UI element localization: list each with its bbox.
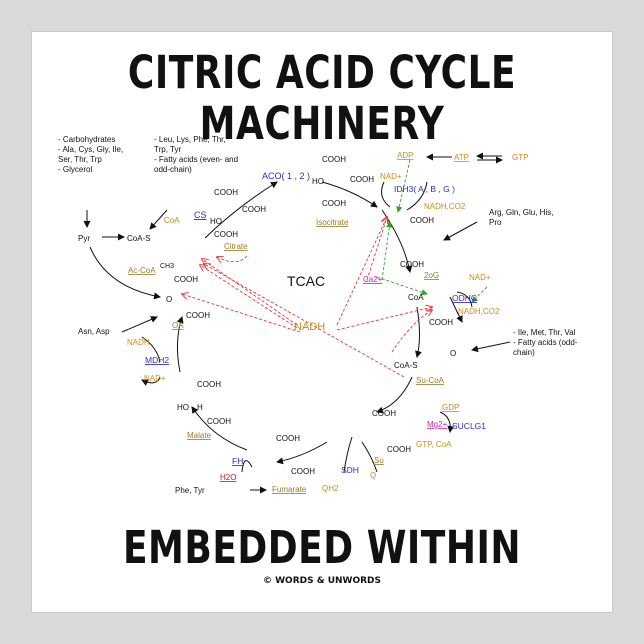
ch3-label: CH3: [160, 263, 174, 270]
oa-structure: COOH O COOH: [166, 275, 210, 320]
q-label: Q: [370, 471, 376, 480]
aco-enzyme[interactable]: ACO( 1 , 2 ): [262, 171, 310, 181]
coa-release-label: CoA: [164, 216, 180, 225]
copyright-text: © WORDS & UNWORDS: [262, 576, 381, 586]
nadh-co2-1: NADH,CO2: [424, 202, 466, 211]
atp-ca-arrows: [376, 159, 488, 303]
su-coa-structure: COOH CoA-S O: [394, 318, 456, 370]
fh-enzyme[interactable]: FH: [232, 456, 243, 466]
inputs-right-2: - Ile, Met, Thr, Val - Fatty acids (odd-…: [513, 328, 580, 357]
gtp-coa-label: GTP, CoA: [416, 440, 452, 449]
citrate-label: Citrate: [224, 242, 248, 251]
mg2-label: Mg2+: [427, 420, 448, 429]
h2o-label: H2O: [220, 473, 236, 482]
poster: CITRIC ACID CYCLE MACHINERY: [32, 32, 612, 612]
idh3-enzyme[interactable]: IDH3( A , B , G ): [394, 184, 455, 194]
gtp-label: GTP: [512, 153, 528, 162]
gdp-label: GDP: [442, 403, 459, 412]
malate-label: Malate: [187, 431, 212, 440]
sdh-enzyme[interactable]: SDH: [341, 465, 359, 475]
su-label: Su: [374, 456, 384, 465]
malate-structure: COOH HO H COOH: [177, 380, 231, 426]
nadh-regulation-arrows: [182, 217, 432, 378]
coa-input-odhc: CoA: [408, 293, 424, 302]
fumarate-label: Fumarate: [272, 485, 307, 494]
odhc-enzyme[interactable]: ODHC: [452, 293, 477, 303]
su-coa-label: Su-CoA: [416, 376, 445, 385]
suclg1-enzyme[interactable]: SUCLG1: [452, 421, 486, 431]
succinate-structure: COOH COOH: [372, 409, 411, 454]
ac-coa-label: Ac-CoA: [128, 266, 156, 275]
poster-title: CITRIC ACID CYCLE MACHINERY: [127, 47, 517, 151]
nad-plus-mdh2: NAD+: [144, 374, 166, 383]
nad-plus-2: NAD+: [469, 273, 491, 282]
inputs-top-left-2: - Leu, Lys, Phe, Thr, Trp, Tyr - Fatty a…: [154, 135, 240, 174]
cycle-arrows: [83, 152, 511, 494]
coa-s-label: CoA-S: [127, 234, 151, 243]
two-og-structure: COOH COOH: [400, 216, 436, 269]
citrate-structure: COOH COOH HO COOH: [210, 188, 268, 239]
fumarate-structure: COOH COOH: [276, 434, 315, 476]
phe-tyr-label: Phe, Tyr: [175, 486, 205, 495]
pyr-label: Pyr: [78, 234, 90, 243]
ca2-label: Ca2+: [363, 275, 383, 284]
oa-label: OA: [172, 321, 184, 330]
citric-acid-cycle-diagram: - Carbohydrates - Ala, Cys, Gly, Ile, Se…: [58, 135, 580, 495]
nadh-center-label: NADH: [294, 321, 325, 333]
qh2-label: QH2: [322, 484, 339, 493]
two-og-label: 2oG: [424, 271, 439, 280]
isocitrate-label: Isocitrate: [316, 218, 349, 227]
adp-label: ADP: [397, 151, 413, 160]
atp-label: ATP: [454, 153, 469, 162]
tcac-label: TCAC: [287, 273, 325, 289]
nad-plus-1: NAD+: [380, 172, 402, 181]
inputs-right-1: Arg, Gln, Glu, His, Pro: [489, 208, 556, 227]
isocitrate-structure: COOH COOH HO COOH: [312, 155, 376, 208]
cs-enzyme[interactable]: CS: [194, 210, 207, 220]
nadh-co2-2: NADH,CO2: [458, 307, 500, 316]
nadh-mdh2: NADH: [127, 338, 150, 347]
asn-asp-label: Asn, Asp: [78, 327, 110, 336]
mdh2-enzyme[interactable]: MDH2: [145, 355, 169, 365]
inputs-top-left-1: - Carbohydrates - Ala, Cys, Gly, Ile, Se…: [58, 135, 125, 174]
poster-subtitle: EMBEDDED WITHIN: [122, 522, 522, 575]
